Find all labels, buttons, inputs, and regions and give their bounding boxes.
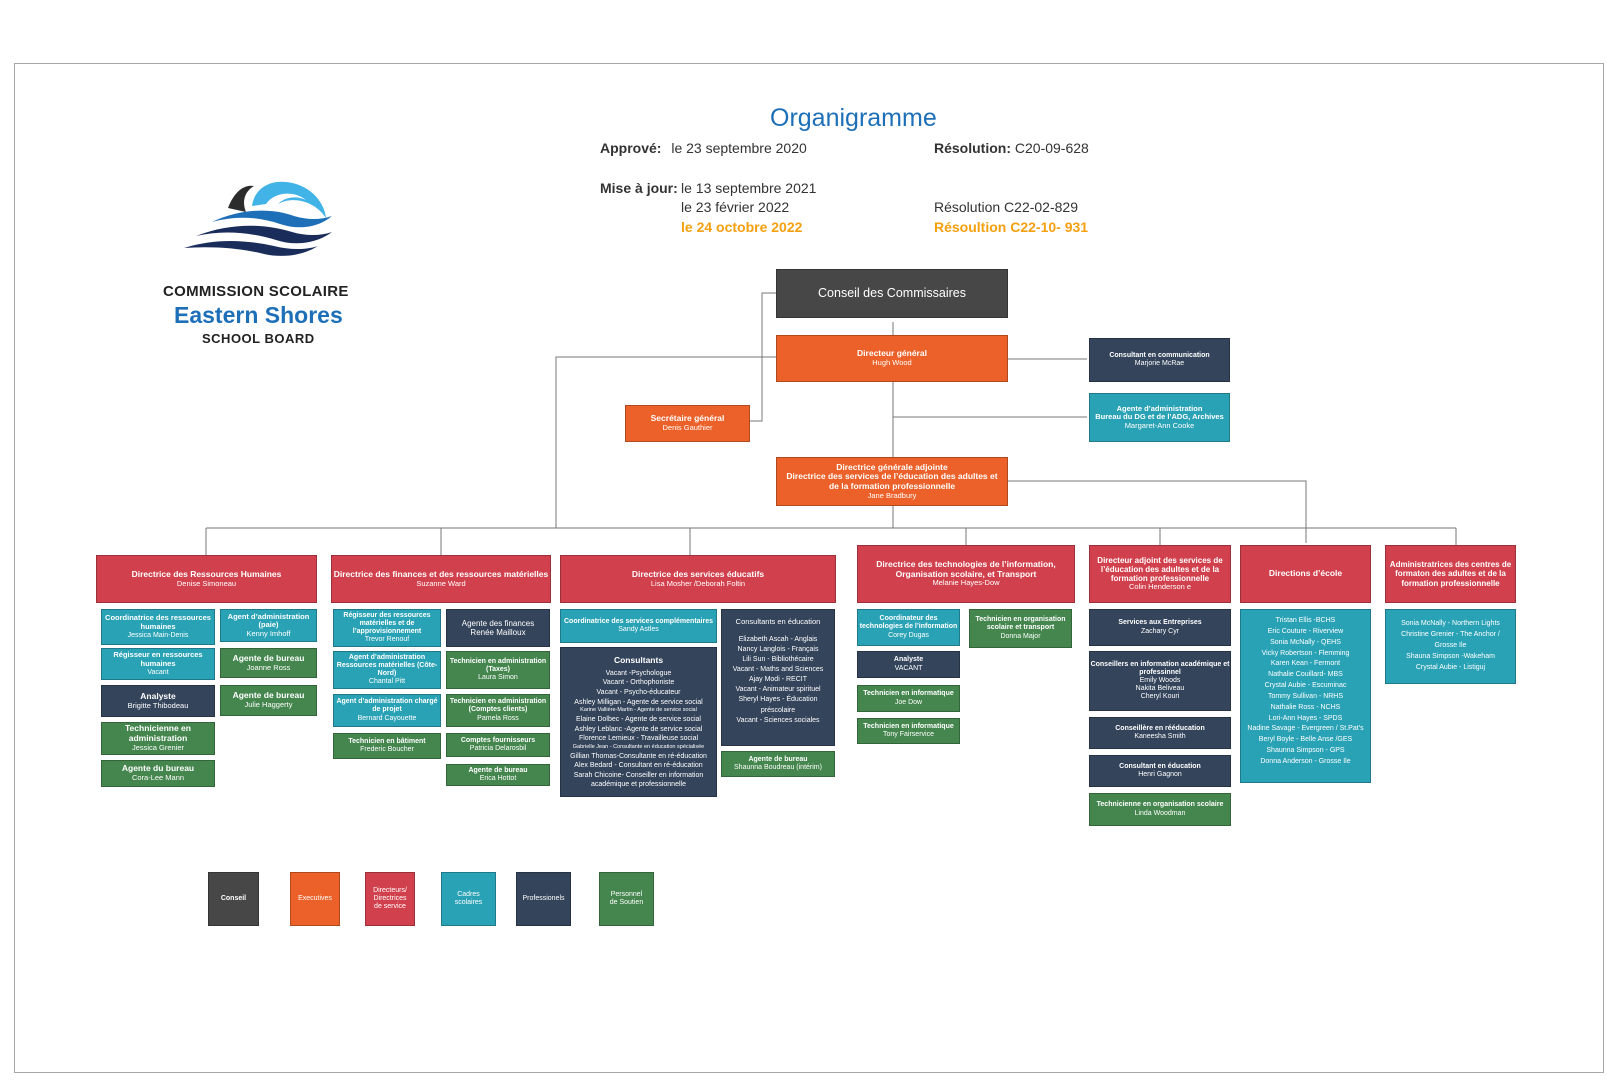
resolution-2: Résolution C22-02-829 — [934, 199, 1078, 215]
approved-label: Apprové: — [600, 140, 662, 156]
approved-date: le 23 septembre 2020 — [671, 140, 807, 156]
legend-exec: Executives — [290, 872, 340, 926]
edu-consultants-education-box: Consultants en éducation Elizabeth Ascah… — [721, 609, 835, 746]
legend-conseil: Conseil — [208, 872, 259, 926]
approved-row: Apprové: le 23 septembre 2020 — [600, 140, 807, 156]
directrice-generale-adjointe-box: Directrice générale adjointe Directrice … — [776, 457, 1008, 506]
updated-label: Mise à jour: — [600, 180, 678, 196]
ti-technicien-organisation-box: Technicien en organisation scolaire et t… — [969, 609, 1072, 648]
fin-technicien-taxes-box: Technicien en administration (Taxes)Laur… — [446, 651, 550, 689]
resolution-label: Résolution: — [934, 140, 1011, 156]
update-date-3: le 24 octobre 2022 — [681, 219, 803, 235]
fin-regisseur-box: Régisseur des ressources matérielles et … — [333, 609, 441, 647]
page-frame — [14, 63, 1604, 1073]
legend-cadres: Cadres scolaires — [441, 872, 496, 926]
conseil-box: Conseil des Commissaires — [776, 269, 1008, 318]
page-title: Organigramme — [770, 104, 937, 132]
agente-administration-dg-box: Agente d’administration Bureau du DG et … — [1089, 393, 1230, 442]
logo-line-2: Eastern Shores — [174, 302, 343, 328]
finance-director-box: Directrice des finances et des ressource… — [331, 555, 551, 603]
resolution-3: Résoultion C22-10- 931 — [934, 219, 1089, 235]
resolution-value: C20-09-628 — [1014, 140, 1089, 156]
legend-professionels: Professionels — [516, 872, 571, 926]
adult-director-box: Directeur adjoint des services de l’éduc… — [1089, 545, 1231, 603]
schools-director-box: Directions d’école — [1240, 545, 1371, 603]
ti-director-box: Directrice des technologies de l’informa… — [857, 545, 1075, 603]
update-date-1: le 13 septembre 2021 — [681, 180, 817, 196]
fin-agent-rm-box: Agent d’administration Ressources matéri… — [333, 651, 441, 689]
centres-director-box: Administratrices des centres de formaton… — [1385, 545, 1516, 603]
adult-conseillers-box: Conseillers en information académique et… — [1089, 651, 1231, 711]
logo-line-3: SCHOOL BOARD — [202, 331, 315, 346]
board-logo-icon — [184, 181, 332, 256]
logo-line-1: COMMISSION SCOLAIRE — [163, 283, 349, 300]
edu-coordinatrice-box: Coordinatrice des services complémentair… — [560, 609, 717, 643]
legend-soutien: Personnel de Soutien — [599, 872, 654, 926]
legend-directeurs: Directeurs/ Directrices de service — [365, 872, 415, 926]
update-date-2: le 23 février 2022 — [681, 199, 790, 215]
hr-agent-paie-box: Agent d’administration (paie)Kenny Imhof… — [220, 609, 317, 642]
fin-technicien-comptes-box: Technicien en administration (Comptes cl… — [446, 694, 550, 727]
ti-coordinateur-box: Coordinateur des technologies de l’infor… — [857, 609, 960, 646]
resolution-row: Résolution: C20-09-628 — [934, 140, 1089, 156]
